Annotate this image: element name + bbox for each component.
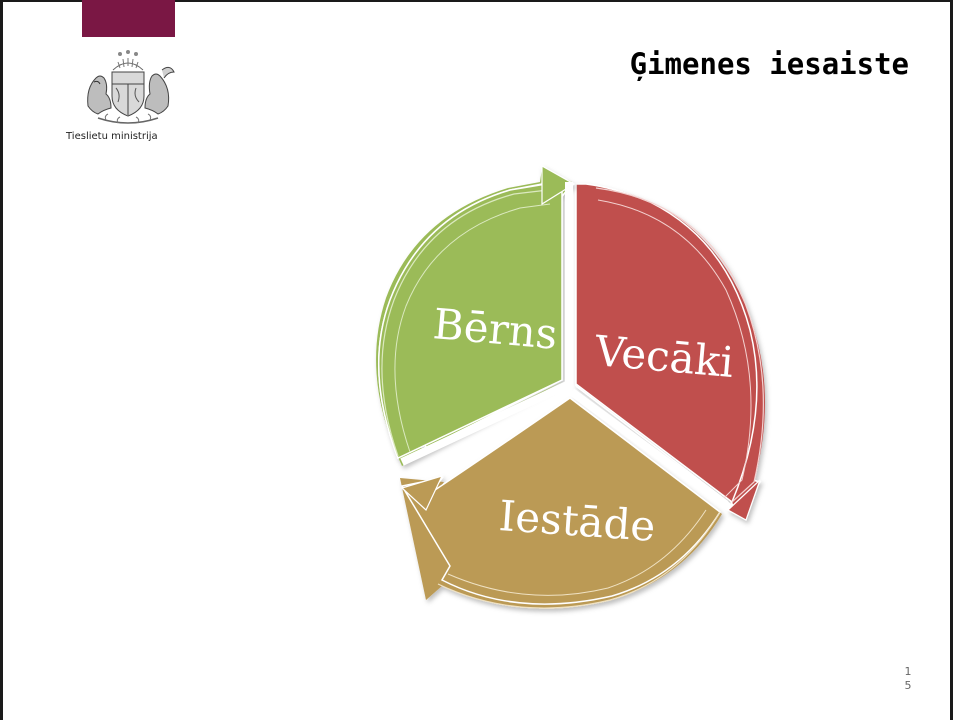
cycle-segment-berns <box>376 164 576 466</box>
slide-title: Ģimenes iesaiste <box>629 47 909 81</box>
latvia-coat-of-arms-icon <box>78 48 178 128</box>
cycle-label-iestade: Iestāde <box>497 491 657 551</box>
slide-border-left <box>0 0 3 720</box>
page-number-digit-2: 5 <box>904 679 912 692</box>
header-color-band <box>82 0 175 37</box>
slide-border-right <box>950 0 953 720</box>
cycle-segment-iestade <box>400 397 722 609</box>
cycle-label-berns: Bērns <box>431 299 559 359</box>
cycle-segment-vecaki <box>575 183 765 521</box>
slide-border-top <box>0 0 953 2</box>
cycle-diagram: Vecāki Iestāde Bērns <box>350 160 790 630</box>
page-number: 1 5 <box>903 665 913 693</box>
page-number-digit-1: 1 <box>904 665 912 678</box>
ministry-name: Tieslietu ministrija <box>66 131 158 142</box>
cycle-label-vecaki: Vecāki <box>592 326 736 387</box>
